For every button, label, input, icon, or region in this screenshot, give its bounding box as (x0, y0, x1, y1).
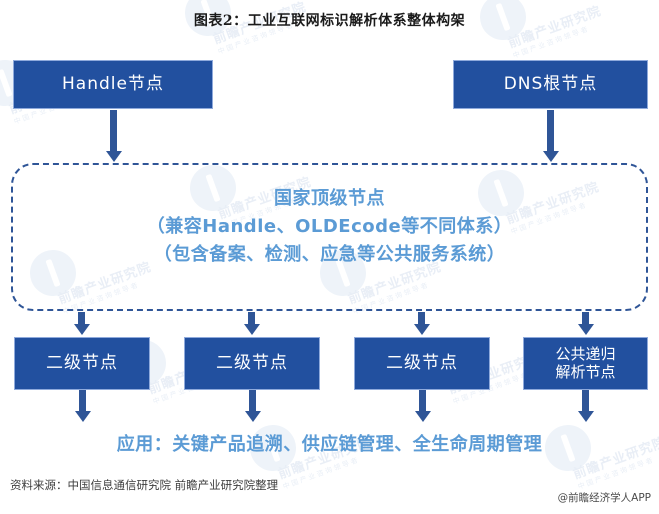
node-dns-root: DNS根节点 (453, 60, 648, 109)
node-public-recursive-resolver-line2: 解析节点 (555, 362, 616, 381)
node-public-recursive-resolver-line1: 公共递归 (555, 345, 616, 364)
arrow-node3-to-application (419, 390, 426, 412)
source-note: 资料来源：中国信息通信研究院 前瞻产业研究院整理 (10, 478, 279, 492)
application-text: 应用：关键产品追溯、供应链管理、全生命周期管理 (116, 434, 543, 455)
arrow-dns-to-national (547, 110, 554, 152)
node-secondary-2-label: 二级节点 (216, 352, 288, 373)
arrow-national-to-node2 (248, 312, 255, 325)
national-node-line1: 国家顶级节点 (274, 188, 385, 209)
node-dns-root-label: DNS根节点 (503, 73, 598, 94)
arrow-node2-to-application (249, 390, 256, 412)
node-secondary-2: 二级节点 (184, 337, 320, 390)
arrow-national-to-node3 (418, 312, 425, 325)
node-secondary-1: 二级节点 (14, 337, 150, 390)
node-public-recursive-resolver: 公共递归 解析节点 (523, 337, 648, 390)
arrow-node4-to-application (582, 390, 589, 412)
arrow-national-to-node1 (78, 312, 85, 325)
node-handle-label: Handle节点 (62, 73, 164, 94)
national-node-line2: （兼容Handle、OLDEcode等不同体系） (146, 215, 513, 237)
national-node-region (11, 163, 648, 311)
node-handle: Handle节点 (13, 60, 213, 109)
chart-title: 图表2：工业互联网标识解析体系整体构架 (193, 13, 466, 29)
arrow-handle-to-national (110, 110, 117, 152)
national-node-line3: （包含备案、检测、应急等公共服务系统） (153, 243, 506, 265)
node-secondary-3: 二级节点 (354, 337, 490, 390)
node-secondary-1-label: 二级节点 (46, 352, 118, 373)
attribution-note: @前瞻经济学人APP (557, 492, 651, 504)
arrow-node1-to-application (79, 390, 86, 412)
national-node-text: 国家顶级节点 （兼容Handle、OLDEcode等不同体系） （包含备案、检测… (11, 185, 648, 269)
node-secondary-3-label: 二级节点 (386, 352, 458, 373)
arrow-national-to-node4 (582, 312, 589, 325)
